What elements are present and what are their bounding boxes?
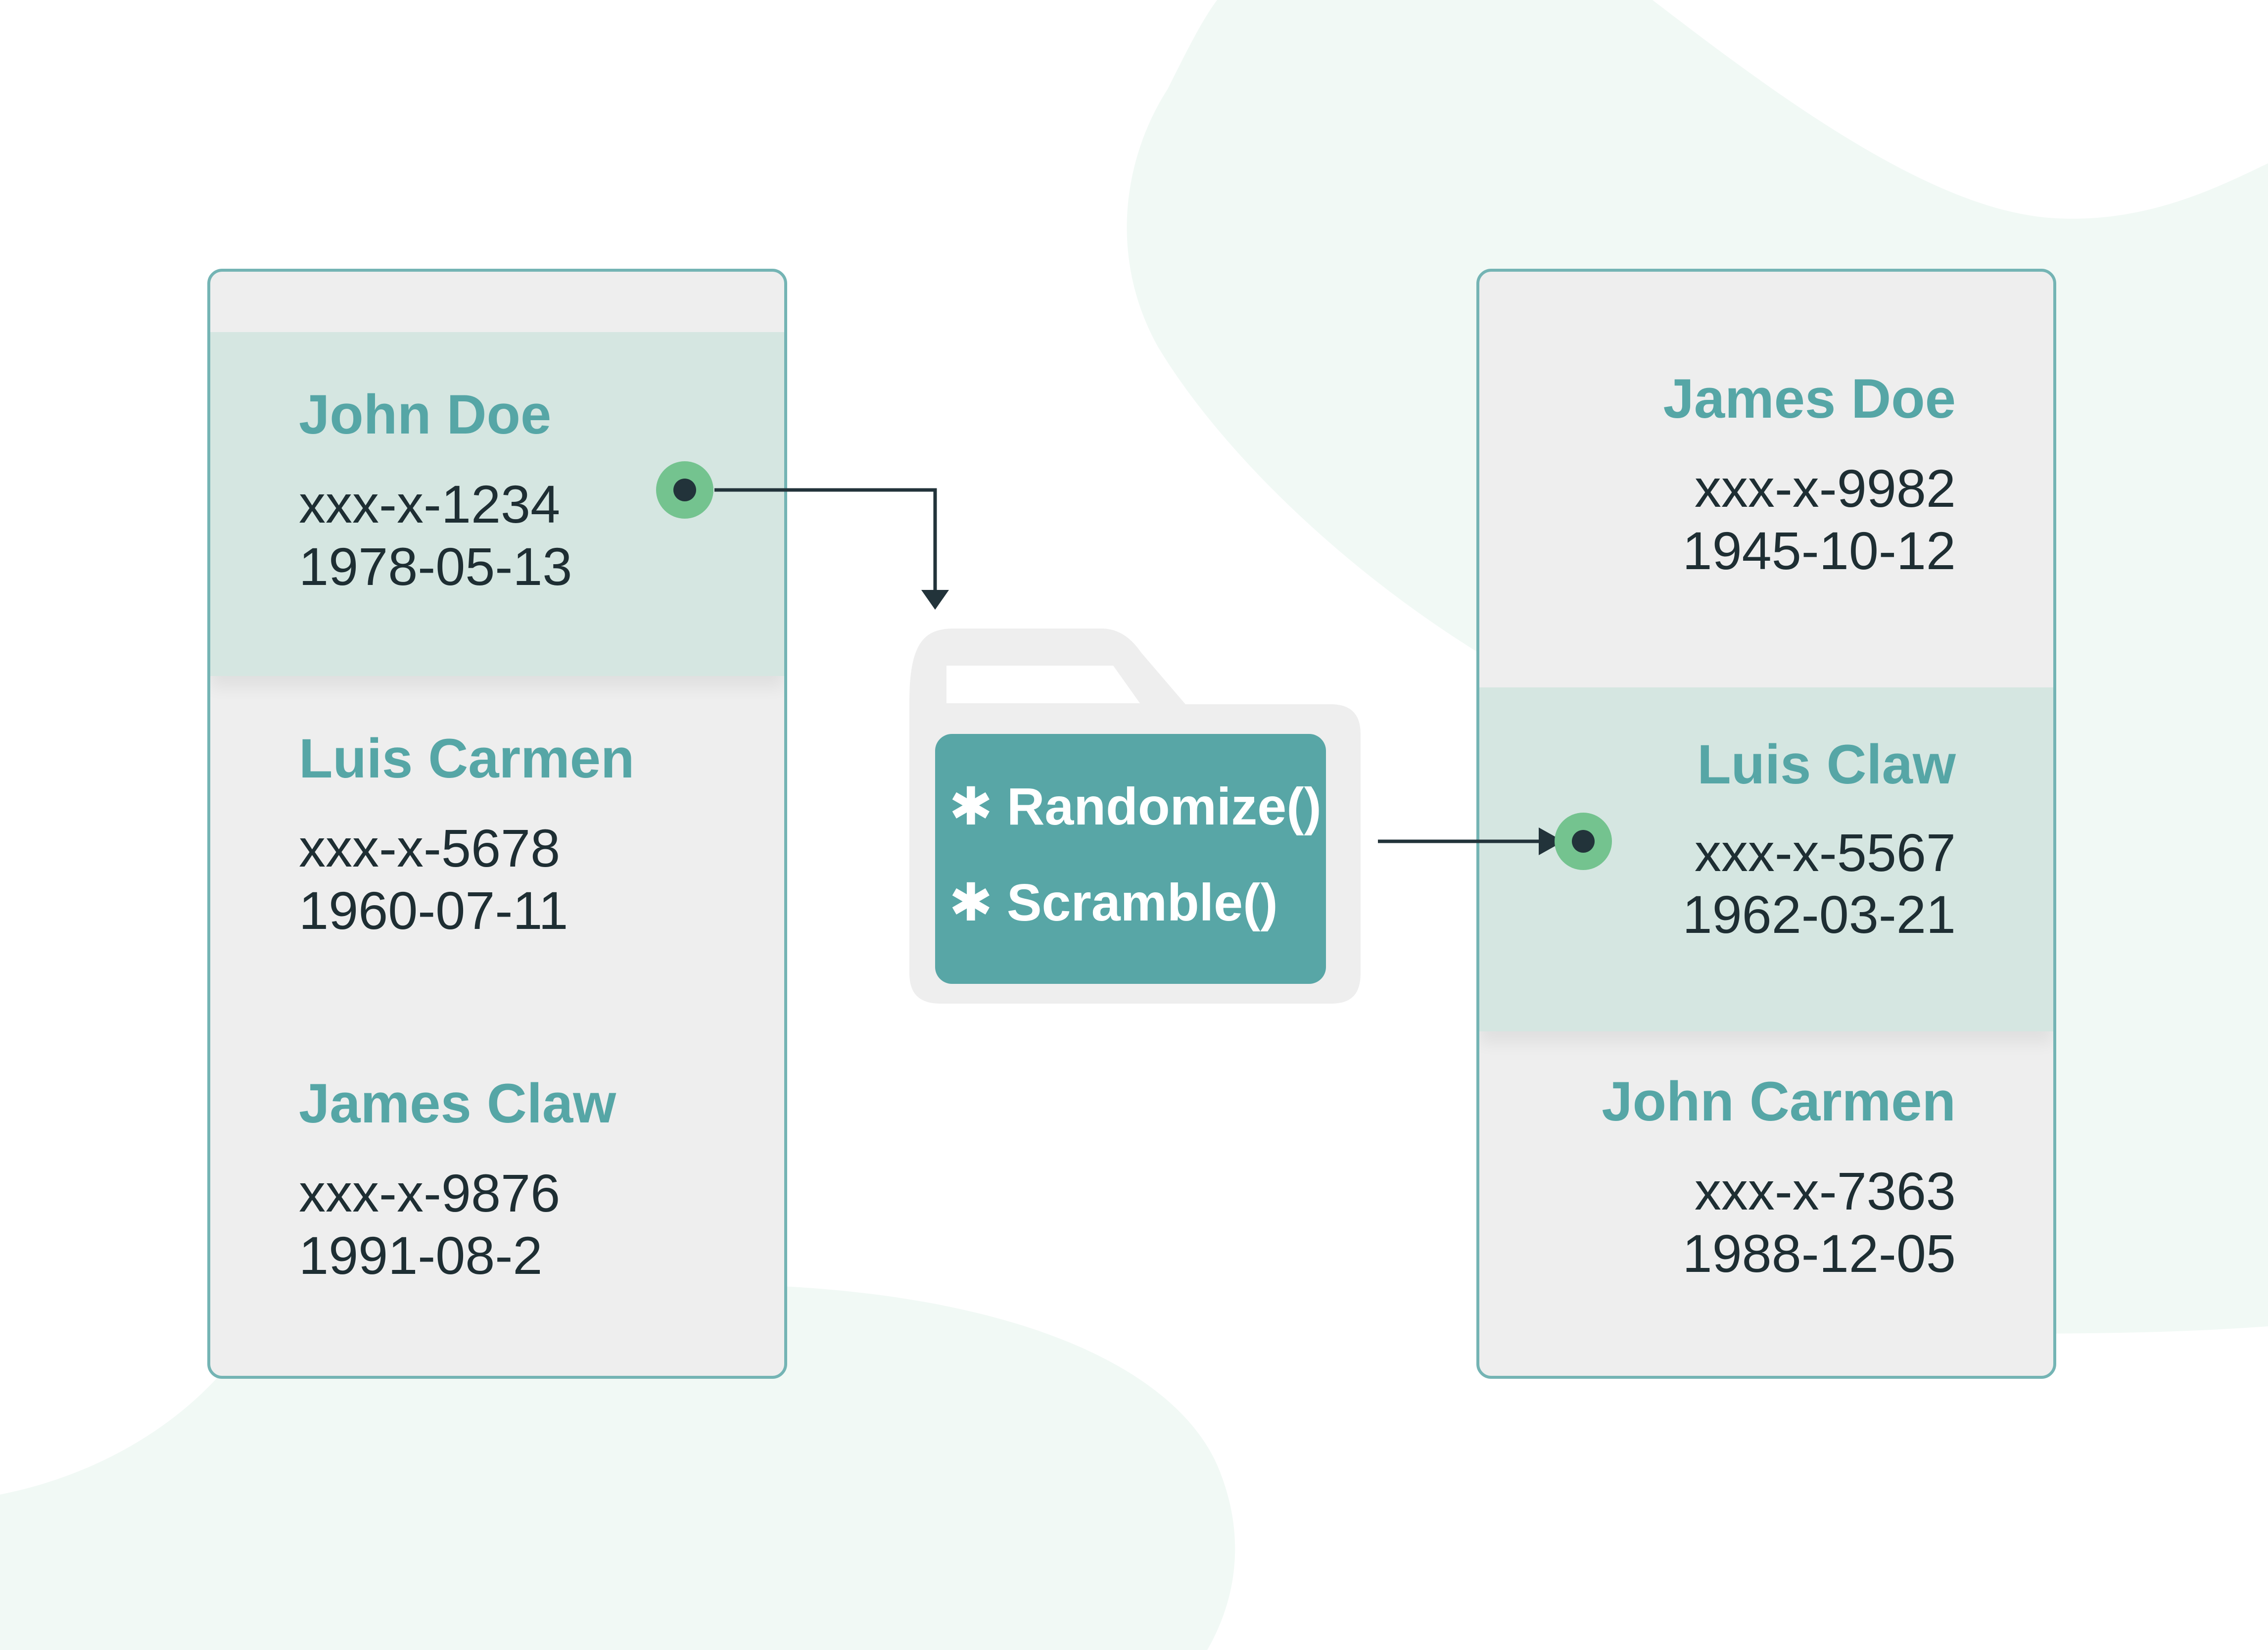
- arrow-icon: [921, 590, 949, 610]
- record-name: John Doe: [299, 384, 552, 445]
- function-scramble: ✱Scramble(): [949, 876, 1278, 929]
- original-records-panel: John Doe xxx-x-1234 1978-05-13 Luis Carm…: [207, 269, 787, 1379]
- record-name: James Doe: [1663, 368, 1956, 430]
- function-label: Randomize(): [1006, 777, 1322, 836]
- input-connector: [656, 461, 949, 610]
- connector-dot-center: [1572, 830, 1595, 853]
- record-name: James Claw: [299, 1072, 616, 1134]
- record-id: xxx-x-7363: [1694, 1161, 1956, 1221]
- connector-dot-center: [673, 479, 696, 501]
- function-randomize: ✱Randomize(): [949, 780, 1322, 833]
- record-id: xxx-x-1234: [299, 474, 561, 534]
- asterisk-icon: ✱: [949, 777, 993, 836]
- record-name: Luis Claw: [1697, 733, 1956, 795]
- record-date: 1962-03-21: [1682, 884, 1956, 944]
- arrow-icon: [1539, 827, 1563, 855]
- asterisk-icon: ✱: [949, 874, 993, 932]
- record-id: xxx-x-5567: [1694, 823, 1956, 882]
- record-james-claw: James Claw xxx-x-9876 1991-08-2: [210, 1021, 784, 1365]
- input-connector-line: [714, 488, 937, 594]
- record-name: Luis Carmen: [299, 728, 635, 789]
- record-james-doe: James Doe xxx-x-9982 1945-10-12: [1479, 316, 2053, 660]
- function-label: Scramble(): [1006, 874, 1278, 932]
- record-luis-carmen: Luis Carmen xxx-x-5678 1960-07-11: [210, 676, 784, 1020]
- record-date: 1978-05-13: [299, 536, 572, 596]
- anonymization-functions-box: ✱Randomize() ✱Scramble(): [935, 734, 1326, 984]
- record-date: 1991-08-2: [299, 1225, 543, 1285]
- output-connector: [1378, 813, 1612, 870]
- record-date: 1988-12-05: [1682, 1223, 1956, 1283]
- record-date: 1945-10-12: [1682, 521, 1956, 581]
- record-id: xxx-x-9876: [299, 1163, 561, 1223]
- record-id: xxx-x-5678: [299, 818, 561, 878]
- record-id: xxx-x-9982: [1694, 458, 1956, 518]
- record-john-carmen: John Carmen xxx-x-7363 1988-12-05: [1479, 1019, 2053, 1363]
- record-date: 1960-07-11: [299, 880, 568, 940]
- record-name: John Carmen: [1602, 1070, 1956, 1132]
